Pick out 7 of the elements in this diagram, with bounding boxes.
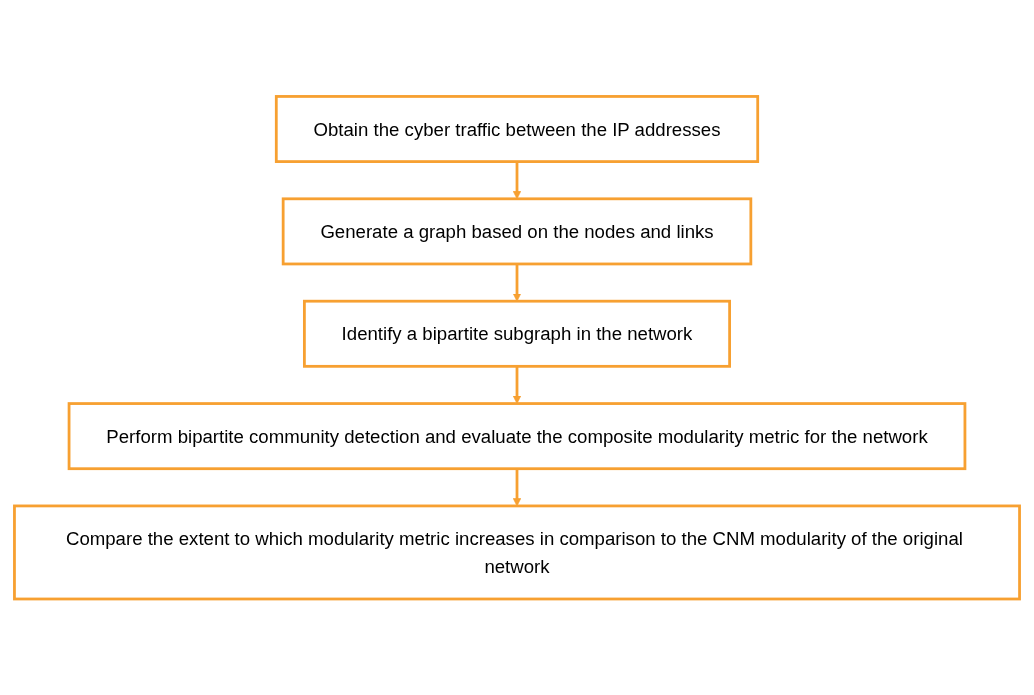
node-box: Identify a bipartite subgraph in the network xyxy=(303,299,731,368)
arrow xyxy=(512,366,522,404)
node-box: Perform bipartite community detection and evaluate the composite modularity metric for the network xyxy=(67,401,967,470)
node-box: Generate a graph based on the nodes and links xyxy=(281,197,753,266)
node-box: Obtain the cyber traffic between the IP addresses xyxy=(274,94,760,163)
arrow xyxy=(512,161,522,199)
node-box: Compare the extent to which modularity metric increases in comparison to the CNM modularity of the original network xyxy=(13,504,1021,601)
